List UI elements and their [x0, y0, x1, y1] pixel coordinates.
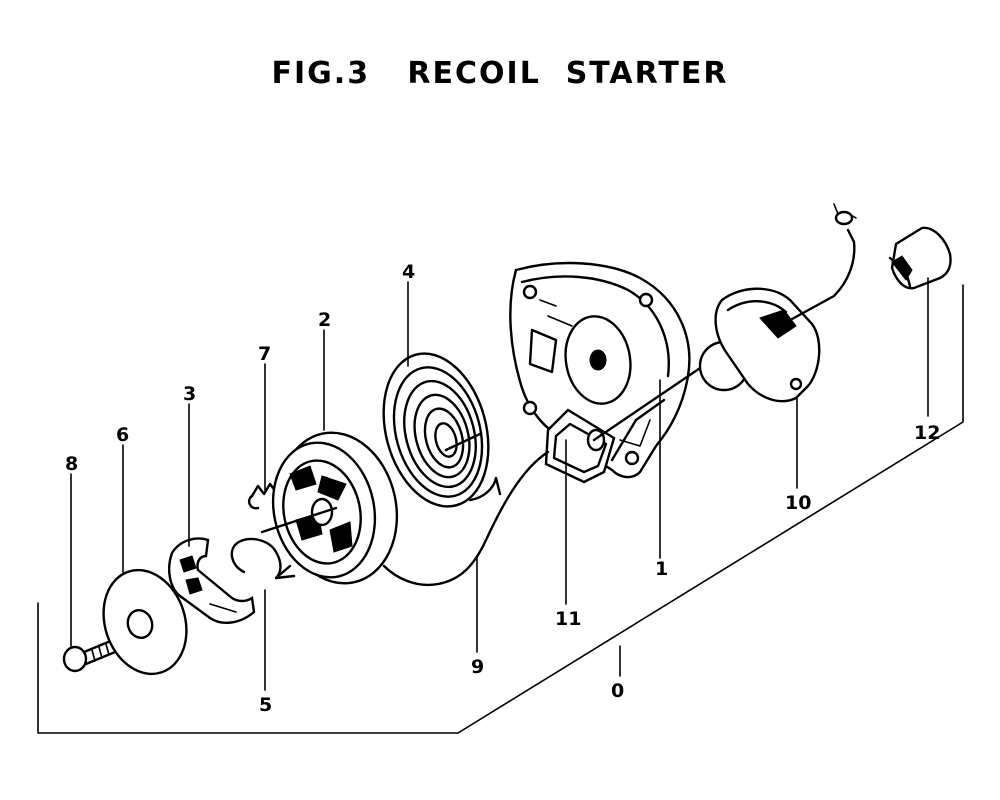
callout-11: 11 [555, 608, 581, 630]
assembly-bracket [37, 284, 964, 734]
callout-9: 9 [471, 656, 484, 678]
part-10-handle [698, 203, 857, 403]
part-5-spring-clip [230, 537, 296, 580]
part-12-cap [888, 226, 952, 290]
callout-6: 6 [116, 424, 129, 446]
callout-8: 8 [65, 453, 78, 475]
part-2-reel [260, 431, 399, 585]
figure-title: FIG.3 RECOIL STARTER [271, 56, 729, 91]
callout-12: 12 [914, 422, 940, 444]
callout-1: 1 [655, 558, 668, 580]
part-3-ratchet [168, 537, 256, 624]
callouts: 0 1 2 3 4 5 6 7 8 9 10 11 12 [65, 261, 940, 716]
callout-2: 2 [318, 309, 331, 331]
callout-10: 10 [785, 492, 811, 514]
part-4-recoil-spring [382, 352, 502, 508]
callout-5: 5 [259, 694, 272, 716]
callout-7: 7 [258, 343, 271, 365]
leader-lines [70, 277, 929, 691]
callout-4: 4 [402, 261, 415, 283]
callout-3: 3 [183, 383, 196, 405]
part-6-washer [102, 568, 188, 676]
callout-0: 0 [611, 680, 624, 702]
